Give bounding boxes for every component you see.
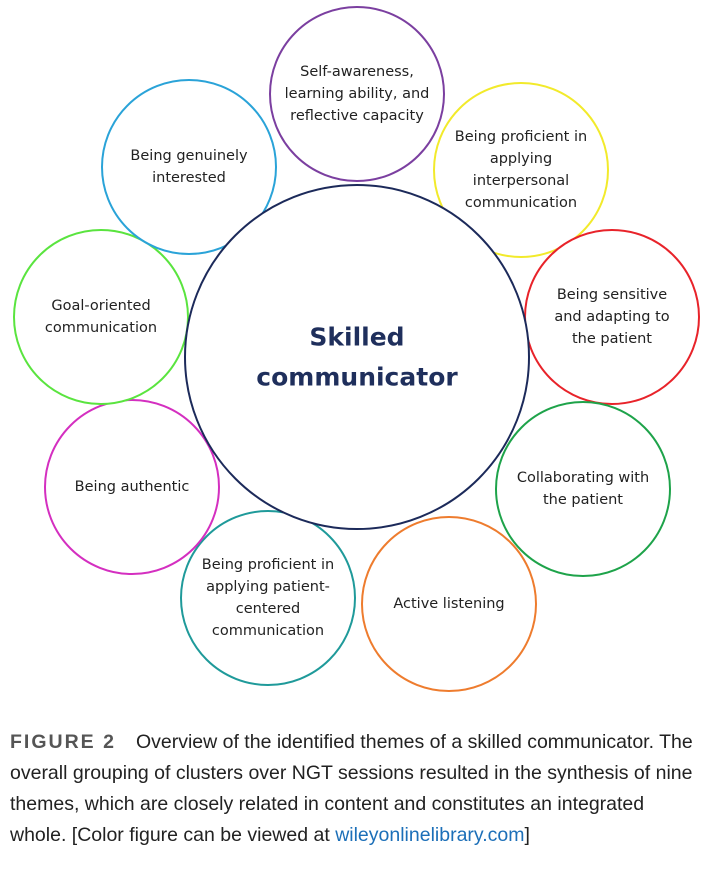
caption-end: ] bbox=[524, 824, 530, 846]
theme-circle bbox=[495, 401, 671, 577]
theme-circle bbox=[180, 510, 356, 686]
theme-label-line: Goal-oriented bbox=[51, 298, 150, 314]
theme-label-line: centered bbox=[236, 601, 300, 617]
theme-circle bbox=[101, 79, 277, 255]
theme-label-line: reflective capacity bbox=[290, 108, 424, 124]
theme-circle bbox=[44, 399, 220, 575]
theme-label-line: Active listening bbox=[393, 596, 504, 612]
theme-label-line: Self-awareness, bbox=[300, 64, 414, 80]
theme-interpersonal-communication: Being proficient in applying interpersonal… bbox=[433, 82, 609, 258]
center-label-line: Skilled bbox=[309, 323, 404, 352]
theme-circle bbox=[269, 6, 445, 182]
theme-active-listening: Active listening bbox=[361, 516, 537, 692]
theme-label-line: interpersonal bbox=[473, 173, 569, 189]
figure-label: FIGURE 2 bbox=[10, 731, 116, 753]
theme-label-line: the patient bbox=[543, 492, 623, 508]
theme-label-line: the patient bbox=[572, 331, 652, 347]
theme-goal-oriented: Goal-oriented communication bbox=[13, 229, 189, 405]
theme-label-line: applying patient- bbox=[206, 579, 330, 595]
theme-label-line: applying bbox=[490, 151, 552, 167]
theme-self-awareness: Self-awareness, learning ability, and refl… bbox=[269, 6, 445, 182]
center-label-line: communicator bbox=[256, 363, 458, 392]
center-circle bbox=[184, 184, 530, 530]
themes-diagram: Self-awareness, learning ability, and refl… bbox=[13, 6, 700, 692]
theme-label-line: learning ability, and bbox=[285, 86, 430, 102]
theme-label-line: communication bbox=[45, 320, 157, 336]
theme-genuinely-interested: Being genuinely interested bbox=[101, 79, 277, 255]
caption-link[interactable]: wileyonlinelibrary.com bbox=[335, 824, 525, 846]
theme-label-line: Being genuinely bbox=[130, 148, 248, 164]
theme-circle bbox=[361, 516, 537, 692]
theme-being-authentic: Being authentic bbox=[44, 399, 220, 575]
caption-text: Overview of the identified themes of a s… bbox=[10, 731, 693, 846]
theme-label-line: communication bbox=[212, 623, 324, 639]
theme-circle bbox=[433, 82, 609, 258]
theme-label-line: Being proficient in bbox=[455, 129, 587, 145]
theme-label-line: Being authentic bbox=[75, 479, 190, 495]
center-node: Skilled communicator bbox=[184, 184, 530, 530]
theme-circle bbox=[13, 229, 189, 405]
theme-label-line: Being sensitive bbox=[557, 287, 667, 303]
theme-label-line: and adapting to bbox=[554, 309, 669, 325]
theme-sensitive-adapting: Being sensitive and adapting to the patien… bbox=[524, 229, 700, 405]
theme-collaborating: Collaborating with the patient bbox=[495, 401, 671, 577]
theme-label-line: Collaborating with bbox=[517, 470, 649, 486]
theme-label-line: communication bbox=[465, 195, 577, 211]
theme-patient-centered-communication: Being proficient in applying patient-cent… bbox=[180, 510, 356, 686]
theme-label-line: Being proficient in bbox=[202, 557, 334, 573]
theme-label-line: interested bbox=[152, 170, 226, 186]
